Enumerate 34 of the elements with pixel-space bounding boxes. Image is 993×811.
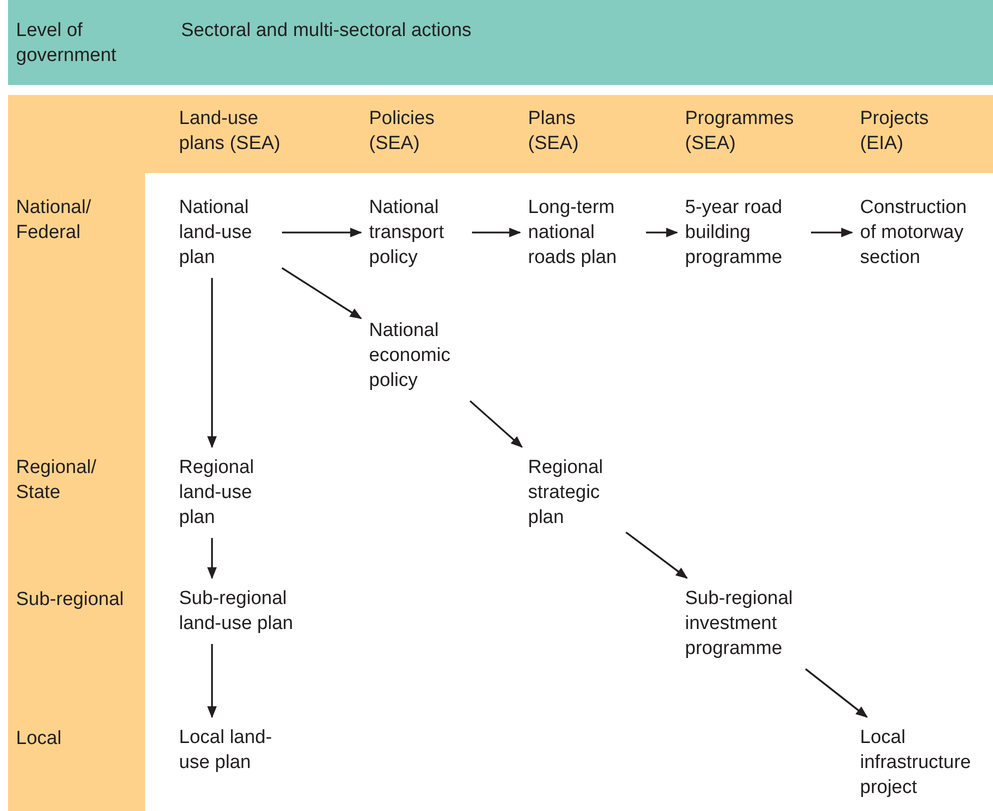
arrow <box>472 228 522 238</box>
plan-label: Long-term national roads plan <box>528 196 618 270</box>
arrow <box>811 228 854 238</box>
arrow <box>207 538 217 580</box>
plan-label: Construction of motorway section <box>860 196 968 270</box>
plan-label: Regional strategic plan <box>528 456 604 530</box>
arrow <box>805 668 868 718</box>
plan-label: National economic policy <box>369 319 452 393</box>
plan-label: Sub-regional investment programme <box>685 587 794 661</box>
arrow <box>207 278 217 448</box>
plan-label: Regional land-use plan <box>179 456 255 530</box>
arrow <box>207 644 217 718</box>
arrow <box>646 228 678 238</box>
plan-label: Local infrastructure project <box>860 726 972 800</box>
column-header: Programmes (SEA) <box>685 107 795 156</box>
plan-label: Local land-use plan <box>179 726 273 775</box>
arrow <box>282 228 362 238</box>
row-header: Local <box>16 727 62 751</box>
row-header: Regional/ State <box>16 456 98 505</box>
row-header: Sub-regional <box>16 588 125 612</box>
column-header: Policies (SEA) <box>369 107 436 156</box>
plan-label: National land-use plan <box>179 196 253 270</box>
table-title: Sectoral and multi-sectoral actions <box>181 19 472 43</box>
row-header: National/ Federal <box>16 196 92 245</box>
plan-label: National transport policy <box>369 196 445 270</box>
arrow <box>282 267 362 320</box>
column-header: Projects (EIA) <box>860 107 930 156</box>
plan-label: Sub-regional land-use plan <box>179 587 294 636</box>
column-header: Plans (SEA) <box>528 107 580 156</box>
row-heading: Level of government <box>16 19 118 68</box>
plan-label: 5-year road building programme <box>685 196 784 270</box>
arrow <box>625 532 688 579</box>
arrow <box>470 400 523 448</box>
column-header: Land-use plans (SEA) <box>179 107 282 156</box>
